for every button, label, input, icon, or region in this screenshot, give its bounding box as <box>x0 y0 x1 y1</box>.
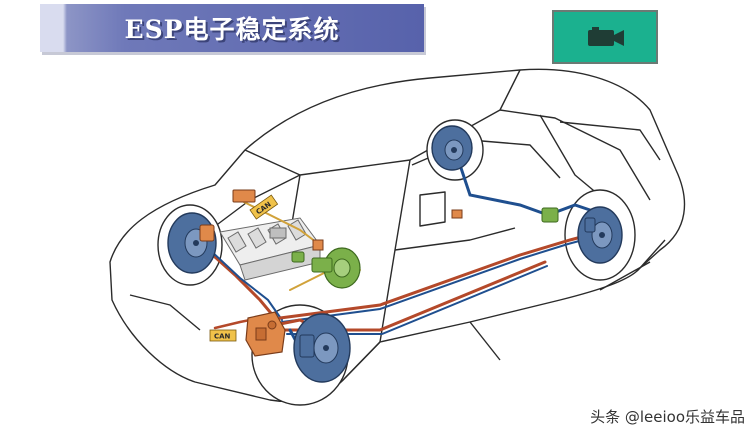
yaw-rate-sensor <box>451 207 559 223</box>
page-title: ESP电子稳定系统 <box>124 15 340 44</box>
video-camera-icon <box>588 27 624 46</box>
can-label-bottom: CAN <box>214 333 231 341</box>
rear-right-brake <box>577 206 623 264</box>
hydraulic-unit <box>245 311 286 357</box>
watermark: 头条 @leeioo乐益车品 <box>590 408 745 426</box>
brake-booster <box>291 247 361 289</box>
rear-left-brake <box>431 125 473 171</box>
front-left-brake <box>167 212 217 274</box>
control-module <box>232 189 324 251</box>
front-right-brake <box>293 313 351 383</box>
video-button[interactable] <box>552 10 658 64</box>
can-tag-bottom: CAN <box>209 329 237 342</box>
title-banner: ESP电子稳定系统 <box>40 4 424 52</box>
